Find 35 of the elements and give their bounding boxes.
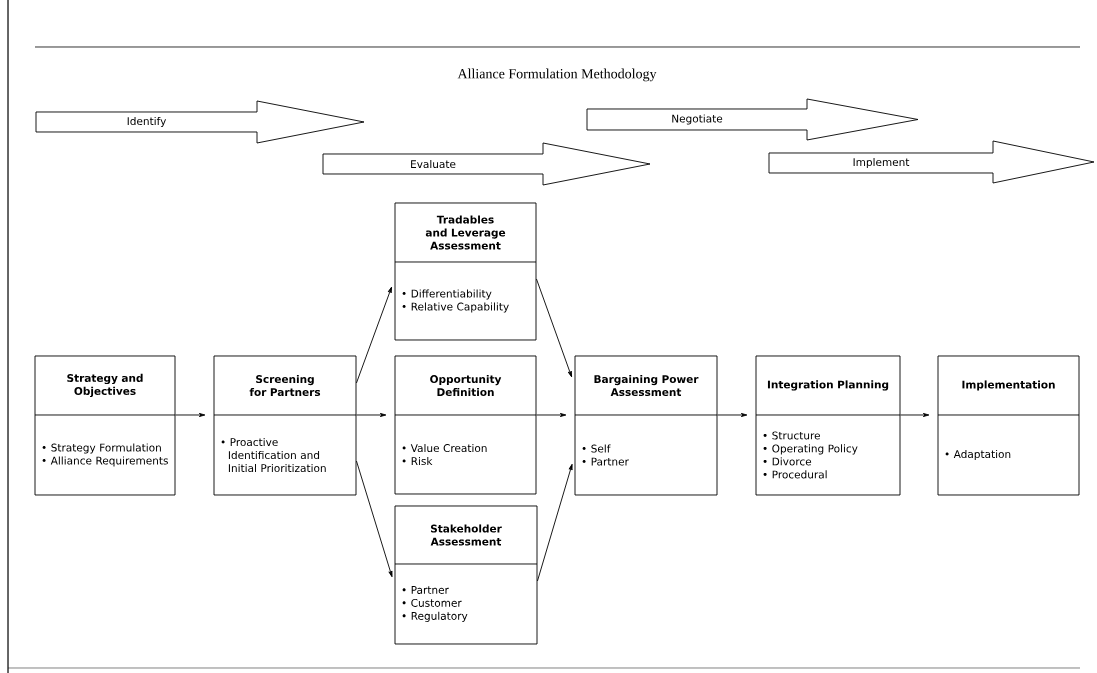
bullet-item: • Divorce: [763, 457, 812, 466]
arrow: [356, 286, 392, 384]
arrow: [356, 413, 387, 417]
bullet-item: • Self: [582, 444, 611, 453]
arrow: [356, 460, 393, 578]
bullet-item: • Alliance Requirements: [42, 456, 168, 467]
bullet-item: • Partner: [582, 457, 629, 466]
box-heading: Stakeholder Assessment: [430, 524, 502, 546]
arrow: [537, 463, 573, 582]
bullet-item: • Risk: [402, 456, 433, 466]
box-heading: Tradables and Leverage Assessment: [425, 215, 506, 250]
bullet-item: • Proactive Identification and Initial Prioritization: [221, 437, 326, 473]
box-heading: Implementation: [962, 380, 1055, 391]
diagram-title: Alliance Formulation Methodology: [457, 68, 657, 82]
box-heading: Bargaining Power Assessment: [594, 374, 699, 397]
arrow: [536, 278, 573, 378]
bullet-item: • Structure: [763, 431, 820, 440]
bullet-item: • Procedural: [763, 470, 827, 479]
arrow: [175, 413, 206, 417]
bullet-item: • Strategy Formulation: [42, 443, 161, 454]
box-heading: Strategy and Objectives: [67, 373, 143, 398]
arrow: [717, 413, 748, 417]
box-heading: Integration Planning: [767, 380, 889, 391]
bullet-item: • Differentiability: [402, 289, 492, 300]
bullet-item: • Relative Capability: [402, 302, 509, 313]
bullet-item: • Partner: [402, 586, 449, 594]
arrow: [536, 413, 567, 417]
bullet-item: • Value Creation: [402, 443, 487, 453]
arrow: [900, 413, 930, 417]
box-heading: Screening for Partners: [249, 374, 321, 397]
bullet-item: • Operating Policy: [763, 444, 858, 455]
bullet-item: • Customer: [402, 598, 462, 607]
bullet-item: • Adaptation: [945, 449, 1011, 461]
box-heading: Opportunity Definition: [430, 374, 502, 397]
bullet-item: • Regulatory: [402, 611, 468, 622]
